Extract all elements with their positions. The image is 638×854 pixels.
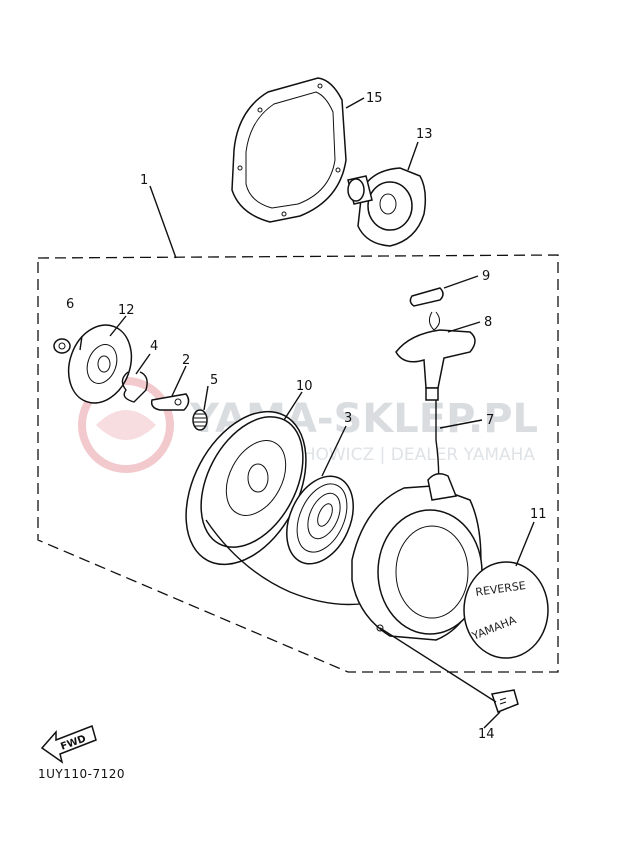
drive-pulley-part — [347, 167, 427, 247]
callout-3: 3 — [344, 411, 352, 426]
callout-9: 9 — [482, 269, 490, 284]
pawl-part — [150, 393, 190, 411]
spring-clip-part — [121, 371, 148, 403]
callout-15: 15 — [366, 91, 383, 106]
assembly-boundary — [37, 254, 559, 673]
leader-lines — [79, 97, 535, 729]
callout-12: 12 — [118, 303, 135, 318]
bolt-part — [491, 689, 519, 713]
callout-6: 6 — [66, 297, 74, 312]
callout-13: 13 — [416, 127, 433, 142]
callout-4: 4 — [150, 339, 158, 354]
pawl-spring-part — [192, 409, 208, 431]
callout-1: 1 — [140, 173, 148, 188]
callout-7: 7 — [486, 413, 494, 428]
callout-11: 11 — [530, 507, 547, 522]
handle-cap-part — [409, 287, 444, 307]
fwd-arrow: FWD — [40, 725, 97, 764]
diagram-code: 1UY110-7120 — [38, 767, 125, 781]
watermark: YAMA-SKLEP.PL WOJCIECHOWICZ | DEALER YAM… — [78, 377, 538, 473]
callout-14: 14 — [478, 727, 495, 742]
sheave-drum-part — [185, 410, 307, 566]
starter-case-part — [351, 473, 483, 641]
reverse-emblem-part: REVERSE YAMAHA — [463, 561, 549, 659]
spiral-spring-part — [286, 475, 354, 565]
callout-8: 8 — [484, 315, 492, 330]
drive-plate-part — [67, 324, 133, 404]
gasket-part — [231, 77, 347, 223]
nut-part — [53, 338, 71, 354]
callout-5: 5 — [210, 373, 218, 388]
callout-2: 2 — [182, 353, 190, 368]
callout-labels: 1 2 3 4 5 6 7 8 9 10 11 12 13 14 15 — [66, 91, 547, 742]
starter-handle-part — [395, 311, 476, 401]
callout-10: 10 — [296, 379, 313, 394]
